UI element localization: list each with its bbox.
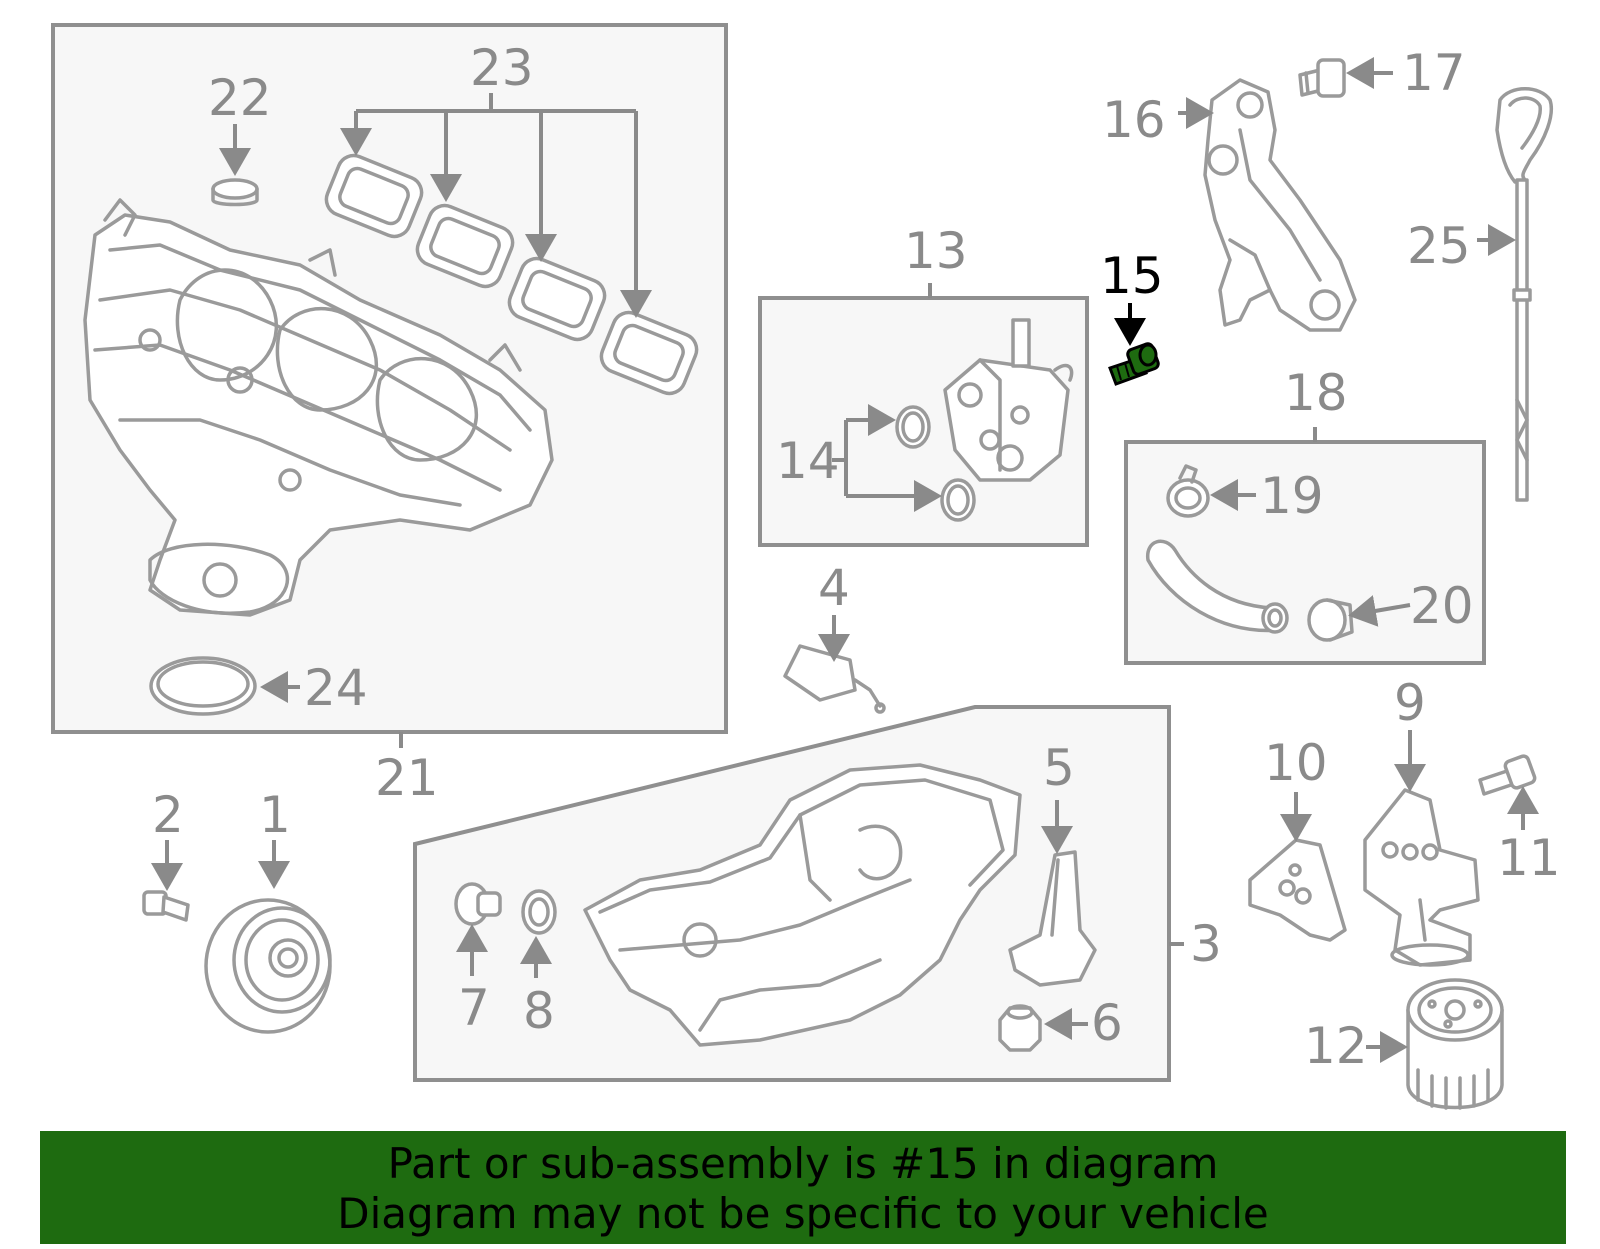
banner-line-1: Part or sub-assembly is #15 in diagram xyxy=(387,1139,1219,1188)
callout-22: 22 xyxy=(208,69,272,127)
part-18-hose xyxy=(1146,539,1289,634)
parts-diagram: 23 22 24 21 13 14 15 16 17 25 18 19 20 4… xyxy=(51,23,1561,1110)
callout-14: 14 xyxy=(776,432,840,490)
part-2-bolt xyxy=(142,890,190,922)
part-22-cap xyxy=(211,178,259,207)
callout-16: 16 xyxy=(1102,91,1166,149)
part-16-bracket xyxy=(1203,78,1357,332)
part-24-oring xyxy=(149,656,257,716)
banner-line-2: Diagram may not be specific to your vehi… xyxy=(337,1189,1269,1238)
part-10-gasket xyxy=(1248,838,1347,942)
part-6-plug xyxy=(998,1004,1042,1052)
part-5-strainer xyxy=(1008,850,1097,987)
callout-23: 23 xyxy=(470,39,534,97)
part-15-bolt-highlighted xyxy=(1108,342,1160,386)
callout-4: 4 xyxy=(818,559,850,617)
callout-11: 11 xyxy=(1497,829,1561,887)
part-20-clamp xyxy=(1307,598,1354,642)
part-11-bolt xyxy=(1478,754,1537,796)
highlight-banner: Part or sub-assembly is #15 in diagram D… xyxy=(40,1131,1566,1244)
callout-17: 17 xyxy=(1402,44,1466,102)
callout-9: 9 xyxy=(1394,674,1426,732)
callout-25: 25 xyxy=(1407,217,1471,275)
callout-24: 24 xyxy=(304,659,368,717)
callout-21: 21 xyxy=(375,749,439,807)
callout-6: 6 xyxy=(1091,994,1123,1052)
part-13-oil-cooler xyxy=(943,318,1074,482)
callout-18: 18 xyxy=(1284,364,1348,422)
callout-3: 3 xyxy=(1190,915,1222,973)
part-23-leaders xyxy=(340,93,652,318)
callout-15-highlighted: 15 xyxy=(1100,247,1164,305)
callout-20: 20 xyxy=(1410,577,1474,635)
callout-1: 1 xyxy=(259,786,291,844)
part-19-clamp xyxy=(1166,464,1210,518)
callout-2: 2 xyxy=(152,786,184,844)
part-8-washer xyxy=(521,889,557,935)
part-3-oil-pan xyxy=(583,763,1022,1047)
callout-19: 19 xyxy=(1260,467,1324,525)
part-1-pulley xyxy=(204,898,332,1034)
callout-10: 10 xyxy=(1264,734,1328,792)
part-25-dipstick xyxy=(1495,87,1553,502)
intake-manifold-drawing xyxy=(83,198,554,617)
part-17-bolt xyxy=(1298,58,1346,98)
part-23-gaskets xyxy=(324,153,699,396)
callout-8: 8 xyxy=(523,982,555,1040)
part-14-seals xyxy=(895,405,976,522)
callout-5: 5 xyxy=(1043,739,1075,797)
callout-7: 7 xyxy=(458,979,490,1037)
part-12-oil-filter xyxy=(1406,978,1504,1110)
callout-13: 13 xyxy=(904,222,968,280)
part-7-plug xyxy=(454,882,502,926)
part-14-leaders xyxy=(832,404,942,512)
callout-12: 12 xyxy=(1304,1017,1368,1075)
part-9-filter-housing xyxy=(1363,788,1480,967)
